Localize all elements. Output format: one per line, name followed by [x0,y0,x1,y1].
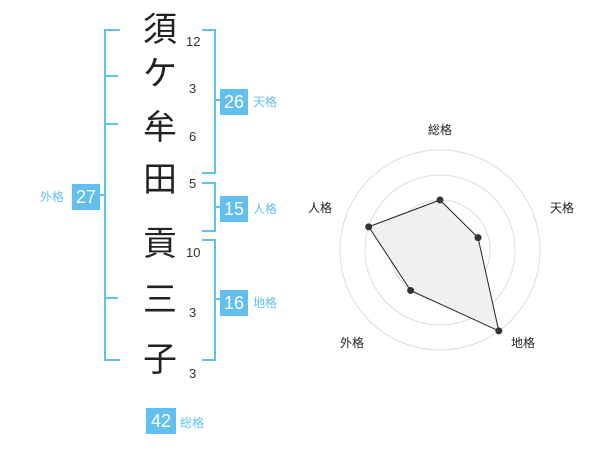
radar-ring [364,174,516,326]
name-char-5: 貢 [143,224,177,264]
radar-label-chikaku: 地格 [511,335,535,350]
chikaku-label: 地格 [253,296,278,310]
gaikaku-badge: 27 [72,184,100,210]
stroke-count-1: 12 [186,34,201,49]
radar-point-3 [495,327,503,335]
tenkaku-tick [214,99,222,101]
tenkaku-bracket [202,29,216,174]
jinkaku-label: 人格 [253,202,278,216]
gaikaku-tick-char6 [106,297,118,299]
stroke-count-7: 3 [189,366,197,381]
name-char-4: 田 [143,160,177,200]
gaikaku-tick [96,194,106,196]
jinkaku-badge: 15 [220,196,248,222]
radar-polygon [367,199,500,332]
name-char-2: ケ [143,54,177,94]
chikaku-bracket [202,239,216,361]
tenkaku-badge: 26 [220,89,248,115]
soukaku-badge: 42 [146,408,176,434]
chikaku-tick [214,298,222,300]
name-char-3: 牟 [143,108,177,148]
tenkaku-label: 天格 [253,95,278,109]
stroke-count-4: 5 [189,176,197,191]
gaikaku-label: 外格 [40,190,65,204]
radar-label-gaikaku: 外格 [340,335,364,350]
chikaku-badge: 16 [220,290,248,316]
stroke-count-6: 3 [189,305,197,320]
stroke-count-3: 6 [189,129,197,144]
radar-point-2 [474,234,482,242]
radar-point-4 [407,286,415,294]
stroke-count-2: 3 [189,81,197,96]
radar-ring [339,149,541,351]
radar-points [365,196,503,335]
gaikaku-tick-char3 [106,123,118,125]
jinkaku-tick [214,206,222,208]
stroke-count-5: 10 [186,245,201,260]
gaikaku-tick-char2 [106,75,118,77]
radar-point-5 [365,223,373,231]
name-char-6: 三 [143,280,177,320]
radar-label-tenkaku: 天格 [550,200,574,215]
radar-label-soukaku: 総格 [428,122,452,137]
soukaku-label: 総格 [180,416,205,430]
name-char-7: 子 [143,340,177,380]
radar-label-jinkaku: 人格 [308,200,332,215]
name-char-1: 須 [143,10,177,50]
radar-point-1 [436,196,444,204]
